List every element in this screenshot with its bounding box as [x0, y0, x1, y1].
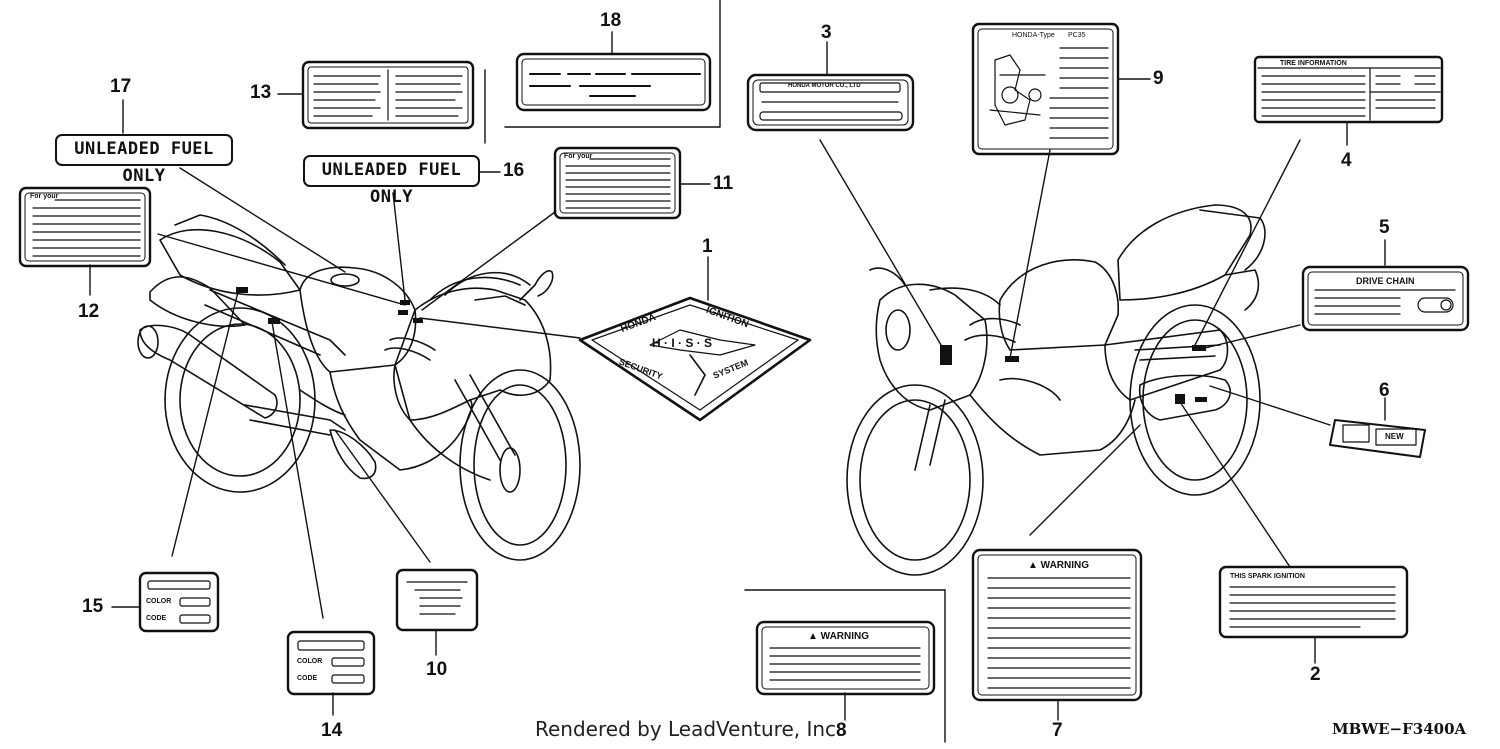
callout-10: 10: [426, 659, 448, 680]
label-15-color: COLOR: [146, 598, 172, 605]
render-credit: Rendered by LeadVenture, Inc.: [535, 717, 843, 741]
decal-position-marks: [236, 287, 1207, 404]
callout-17: 17: [110, 76, 132, 97]
label-14-code: CODE: [297, 675, 318, 682]
leader-lines: [89, 0, 1386, 743]
hiss-text-middle: H · I · S · S: [652, 336, 712, 350]
label-16-text: UNLEADED FUEL ONLY: [321, 160, 462, 207]
callout-18: 18: [600, 10, 622, 31]
callout-8: 8: [836, 720, 847, 741]
callout-2: 2: [1310, 664, 1321, 685]
callout-1: 1: [702, 236, 713, 257]
hiss-emblem-graphic: [578, 296, 812, 422]
callout-7: 7: [1052, 720, 1063, 741]
right-motorcycle-illustration: [846, 204, 1266, 576]
callout-9: 9: [1153, 68, 1164, 89]
callout-11: 11: [713, 173, 734, 194]
left-motorcycle-illustration: [137, 214, 581, 561]
label-12-heading: For your: [30, 193, 59, 200]
label-9-type-code: PC35: [1068, 32, 1086, 39]
callout-15: 15: [82, 596, 104, 617]
callout-14: 14: [321, 720, 343, 741]
callout-16: 16: [503, 160, 525, 181]
unleaded-fuel-label-17: UNLEADED FUEL ONLY: [55, 134, 233, 186]
label-17-text: UNLEADED FUEL ONLY: [74, 139, 214, 186]
callout-5: 5: [1379, 217, 1390, 238]
callout-13: 13: [250, 82, 272, 103]
callout-3: 3: [821, 22, 832, 43]
label-3-heading: HONDA MOTOR CO., LTD: [788, 83, 861, 89]
label-9-heading: HONDA-Type: [1012, 32, 1055, 39]
label-8-warning: ▲ WARNING: [808, 631, 870, 642]
label-4-heading: TIRE INFORMATION: [1280, 60, 1347, 67]
callout-4: 4: [1341, 150, 1352, 171]
callout-12: 12: [78, 301, 100, 322]
callout-6: 6: [1379, 380, 1390, 401]
label-14-color: COLOR: [297, 658, 323, 665]
label-7-warning: ▲ WARNING: [1028, 560, 1090, 571]
unleaded-fuel-label-16: UNLEADED FUEL ONLY: [303, 155, 480, 207]
label-2-heading: THIS SPARK IGNITION: [1230, 573, 1305, 580]
label-15-code: CODE: [146, 615, 167, 622]
label-5-heading: DRIVE CHAIN: [1356, 276, 1415, 286]
label-line-art: [18, 22, 1470, 702]
diagram-code: MBWE−F3400A: [1332, 720, 1467, 738]
label-11-heading: For your: [564, 153, 593, 160]
label-6-new: NEW: [1385, 432, 1404, 441]
